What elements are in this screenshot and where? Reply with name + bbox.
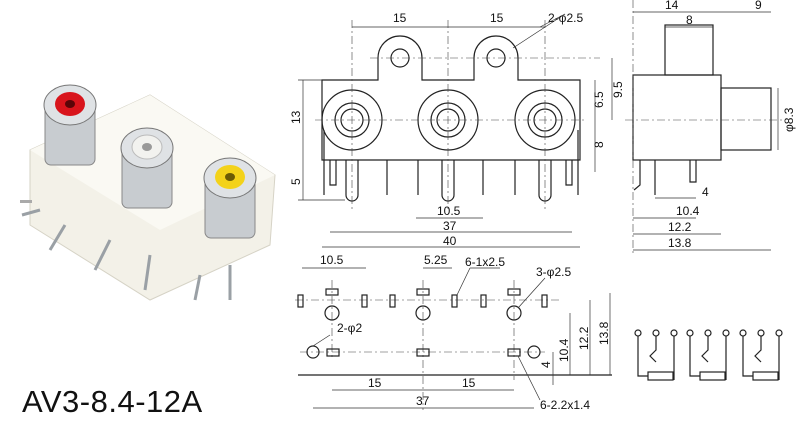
dim-center-bottom: 8 [592,141,606,148]
dim-pcb-pitch-right: 15 [462,376,476,390]
white-jack [120,127,174,209]
dim-pcb-10-4: 10.4 [557,338,571,362]
dim-barrel-diameter: φ8.3 [782,107,796,132]
schematic-jack-3 [739,329,783,381]
yellow-jack [203,157,257,239]
dim-pcb-pitch-left: 15 [368,376,382,390]
dim-mount-hole: 2-φ2.5 [548,11,583,25]
dim-pcb-13-8: 13.8 [597,321,611,345]
dim-front-pitch-right: 15 [490,11,504,25]
schematic-jack-1 [634,329,678,381]
dim-pin-spacing: 10.5 [437,204,461,218]
schematic-jack-2 [686,329,730,381]
side-view: 14 8 9 φ8.3 4 10.4 12.2 13.8 [625,0,796,255]
pcb-layout: 10.5 5.25 6-1x2.5 3-φ2.5 2-φ2 15 15 37 6… [295,253,612,412]
dim-side-13-8: 13.8 [668,236,692,250]
dim-pcb-12-2: 12.2 [577,326,591,350]
dim-center-top: 6.5 [592,91,606,108]
dim-pcb-span: 37 [416,394,430,408]
dim-side-12-2: 12.2 [668,220,692,234]
dim-total-width: 40 [443,234,457,248]
dim-depth: 14 [665,0,679,12]
dim-pcb-spacing-b: 5.25 [424,253,448,267]
red-jack [43,84,97,166]
dim-pin-span: 37 [443,219,457,233]
model-number: AV3-8.4-12A [22,384,203,419]
dim-barrel-length: 9 [755,0,762,12]
dim-pcb-spacing-a: 10.5 [320,253,344,267]
dim-pin-length: 5 [289,178,303,185]
dim-front-pitch-left: 15 [393,11,407,25]
dim-pads: 6-2.2x1.4 [540,398,590,412]
pcb-slots [297,288,548,359]
front-view: 15 15 2-φ2.5 13 5 6.5 9.5 8 10.5 37 40 [289,11,625,248]
dim-locating-holes: 2-φ2 [337,321,362,335]
dim-holes: 3-φ2.5 [536,265,571,279]
dim-pcb-4: 4 [539,361,553,368]
pins [21,208,232,301]
pins-front [323,130,579,202]
dim-height: 13 [289,110,303,124]
dim-pin-offset: 4 [702,185,709,199]
dim-slots: 6-1x2.5 [465,255,505,269]
dim-center-ear: 9.5 [611,81,625,98]
dim-block: 8 [686,13,693,27]
product-photo [20,84,276,301]
dim-side-10-4: 10.4 [676,204,700,218]
schematic-symbols [634,329,783,381]
